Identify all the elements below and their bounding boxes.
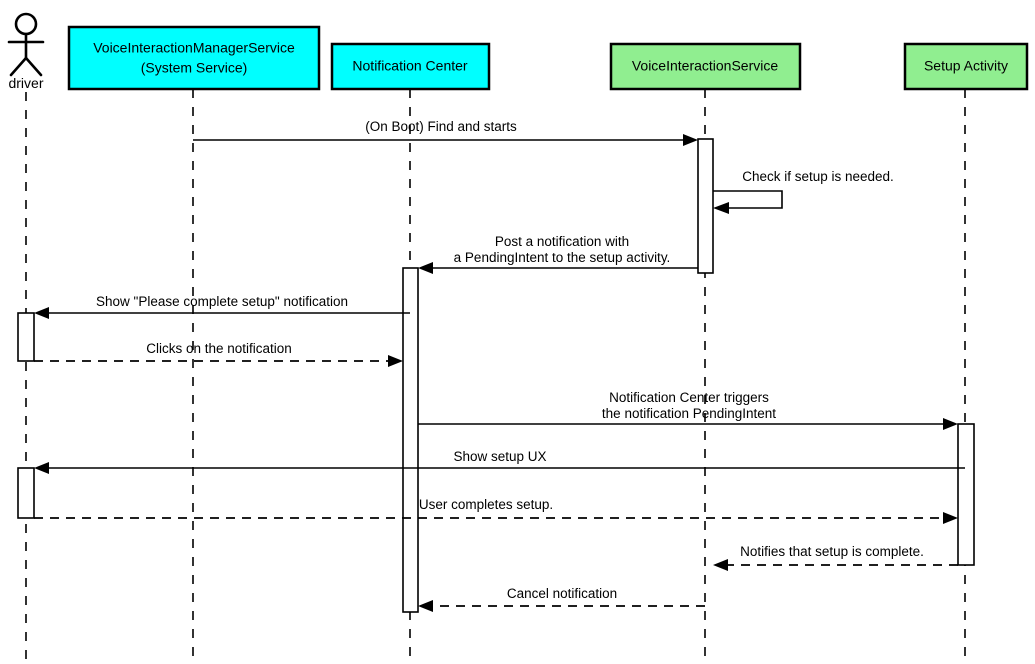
message-3-label-line2: a PendingIntent to the setup activity. — [454, 250, 671, 265]
actor-driver[interactable]: driver — [7, 12, 45, 91]
message-3-label-line1: Post a notification with — [495, 234, 629, 249]
actor-right-leg-icon — [24, 56, 43, 77]
message-5-arrowhead-icon — [388, 355, 403, 367]
message-5-clicks-on-the-notification[interactable]: Clicks on the notification — [34, 341, 403, 367]
participant-box-vims[interactable] — [67, 25, 321, 91]
participant-setup-activity[interactable]: Setup Activity — [903, 42, 1029, 91]
activation-bar-driver-2 — [17, 467, 35, 519]
message-3-arrowhead-icon — [418, 262, 433, 274]
participant-box-notification-center[interactable] — [330, 42, 491, 91]
actor-left-leg-icon — [9, 56, 28, 77]
activations-layer — [17, 138, 975, 613]
message-2-arrowhead-icon — [713, 202, 729, 214]
participant-vis[interactable]: VoiceInteractionService — [609, 42, 802, 91]
message-8-label: User completes setup. — [419, 497, 553, 512]
message-9-label: Notifies that setup is complete. — [740, 544, 924, 559]
activation-bar-setup-activity — [957, 423, 975, 566]
message-6-label-line2: the notification PendingIntent — [602, 406, 776, 421]
activation-bar-vis — [697, 138, 714, 274]
message-1-arrowhead-icon — [683, 134, 698, 146]
participant-box-setup-activity[interactable] — [903, 42, 1029, 91]
message-4-arrowhead-icon — [34, 307, 49, 319]
message-6-arrowhead-icon — [943, 418, 958, 430]
activation-bar-driver-1 — [17, 312, 35, 362]
message-2-check-if-setup-is-needed[interactable]: Check if setup is needed. — [713, 169, 894, 214]
message-10-label: Cancel notification — [507, 586, 617, 601]
message-1-label: (On Boot) Find and starts — [365, 119, 517, 134]
message-10-arrowhead-icon — [418, 600, 433, 612]
message-8-arrowhead-icon — [943, 512, 958, 524]
message-9-arrowhead-icon — [713, 559, 728, 571]
message-8-user-completes-setup[interactable]: User completes setup. — [34, 497, 958, 524]
message-6-notification-center-triggers-pendingintent[interactable]: Notification Center triggers the notific… — [418, 390, 958, 430]
participant-label-notification-center: Notification Center — [352, 58, 468, 74]
participant-label-vims-line2: (System Service) — [141, 60, 248, 76]
actor-label-driver: driver — [8, 75, 43, 91]
message-7-arrowhead-icon — [34, 462, 49, 474]
participant-label-setup-activity: Setup Activity — [924, 58, 1008, 74]
message-4-label: Show "Please complete setup" notificatio… — [96, 294, 348, 309]
participant-notification-center[interactable]: Notification Center — [330, 42, 491, 91]
message-2-self-loop-line — [713, 190, 783, 209]
message-7-show-setup-ux[interactable]: Show setup UX — [34, 449, 965, 474]
message-7-label: Show setup UX — [453, 449, 546, 464]
message-2-label: Check if setup is needed. — [742, 169, 894, 184]
message-1-on-boot-find-and-starts[interactable]: (On Boot) Find and starts — [193, 119, 698, 146]
activation-bar-notification-center — [402, 267, 419, 613]
participant-vims[interactable]: VoiceInteractionManagerService (System S… — [67, 25, 321, 91]
message-9-notifies-that-setup-is-complete[interactable]: Notifies that setup is complete. — [713, 544, 958, 571]
message-4-show-please-complete-setup-notification[interactable]: Show "Please complete setup" notificatio… — [34, 294, 410, 319]
message-5-label: Clicks on the notification — [146, 341, 292, 356]
participant-label-vis: VoiceInteractionService — [632, 58, 779, 74]
message-6-label-line1: Notification Center triggers — [609, 390, 769, 405]
actor-head-icon — [14, 12, 38, 36]
message-3-post-a-notification[interactable]: Post a notification with a PendingIntent… — [418, 234, 698, 274]
participant-box-vis[interactable] — [609, 42, 802, 91]
participant-label-vims-line1: VoiceInteractionManagerService — [93, 40, 295, 56]
message-10-cancel-notification[interactable]: Cancel notification — [418, 586, 705, 612]
